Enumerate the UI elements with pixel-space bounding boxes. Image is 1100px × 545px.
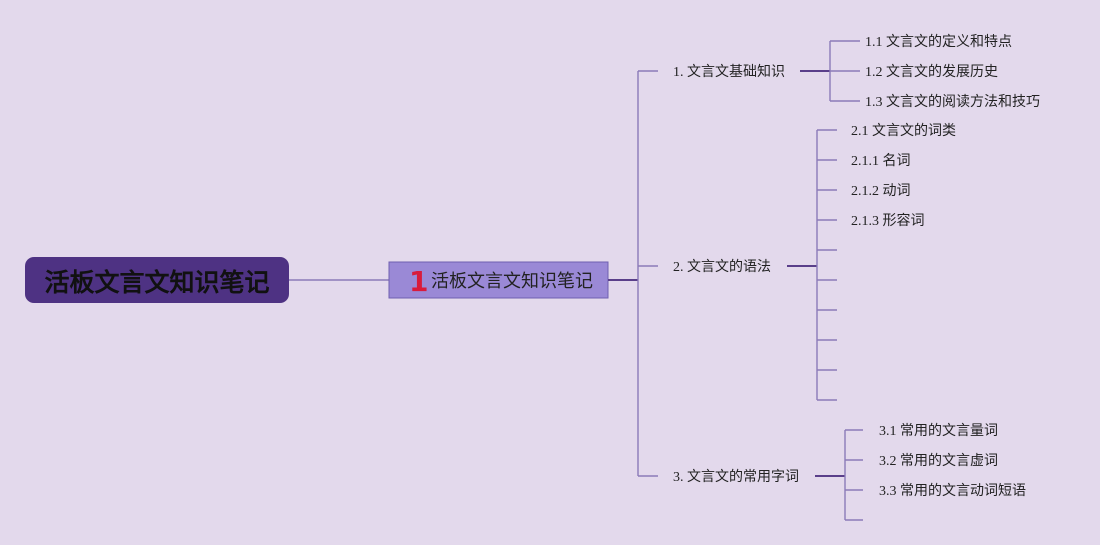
root-node-box[interactable] xyxy=(25,257,289,303)
leaf-label[interactable]: 3.2 常用的文言虚词 xyxy=(879,453,998,469)
leaf-label[interactable]: 3.1 常用的文言量词 xyxy=(879,423,998,439)
leaf-label[interactable]: 2.1 文言文的词类 xyxy=(851,123,956,139)
leaf-label[interactable]: 3.3 常用的文言动词短语 xyxy=(879,483,1026,499)
root-node-label: 活板文言文知识笔记 xyxy=(44,268,269,297)
leaf-label[interactable]: 1.1 文言文的定义和特点 xyxy=(865,34,1012,50)
leaf-label[interactable]: 1.2 文言文的发展历史 xyxy=(865,64,998,80)
branch-label-1[interactable]: 1. 文言文基础知识 xyxy=(673,63,785,80)
center-node-label: 活板文言文知识笔记 xyxy=(431,271,593,292)
leaf-label[interactable]: 1.3 文言文的阅读方法和技巧 xyxy=(865,93,1040,110)
center-node-number: 1 xyxy=(409,265,428,298)
center-node-box[interactable] xyxy=(388,261,609,299)
branch-label-3[interactable]: 3. 文言文的常用字词 xyxy=(673,469,799,485)
leaf-label[interactable]: 2.1.3 形容词 xyxy=(851,212,925,229)
branch-label-2[interactable]: 2. 文言文的语法 xyxy=(673,259,771,275)
leaf-label[interactable]: 2.1.1 名词 xyxy=(851,153,911,169)
leaf-label[interactable]: 2.1.2 动词 xyxy=(851,183,911,199)
